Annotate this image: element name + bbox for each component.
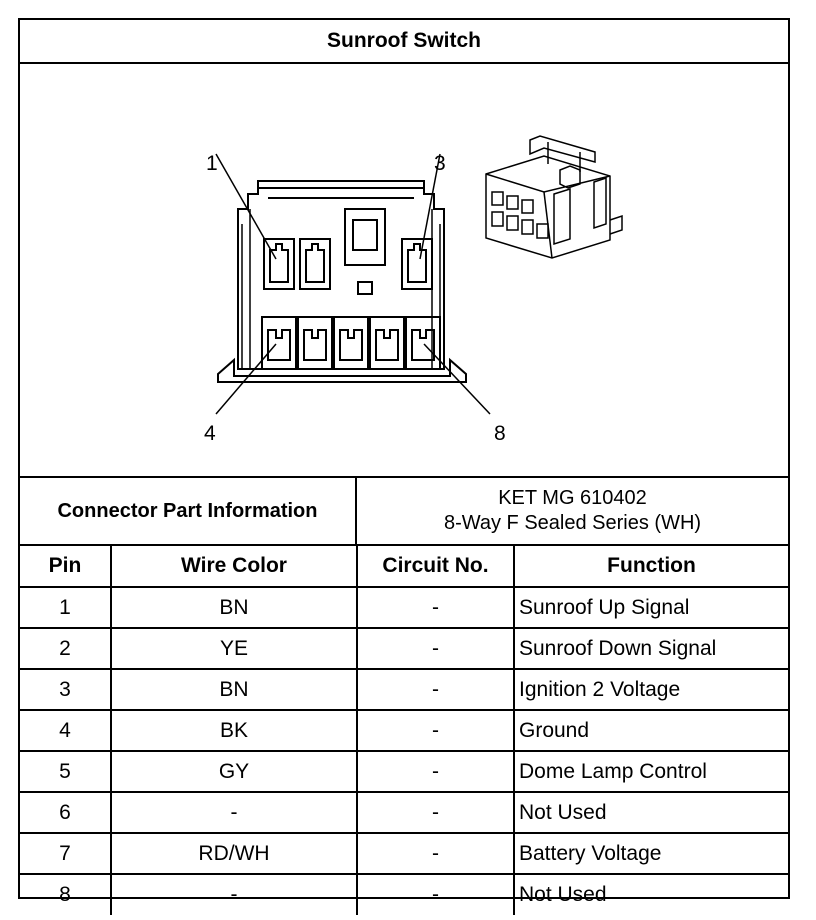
cell-wire-color: YE	[110, 627, 358, 670]
connector-figure: 1 3 4 8	[20, 64, 788, 478]
cell-function: Not Used	[513, 791, 788, 834]
cell-function: Ground	[513, 709, 788, 752]
table-row: 4 BK - Ground	[20, 709, 788, 752]
cell-circuit: -	[356, 873, 515, 915]
cell-pin: 3	[20, 668, 112, 711]
cell-function: Ignition 2 Voltage	[513, 668, 788, 711]
header-wire-color: Wire Color	[110, 546, 358, 588]
table-row: 3 BN - Ignition 2 Voltage	[20, 668, 788, 711]
cell-wire-color: RD/WH	[110, 832, 358, 875]
cell-function: Sunroof Up Signal	[513, 586, 788, 629]
cell-pin: 8	[20, 873, 112, 915]
cell-pin: 1	[20, 586, 112, 629]
table-row: 6 - - Not Used	[20, 791, 788, 834]
table-row: 2 YE - Sunroof Down Signal	[20, 627, 788, 670]
connector-part-info-value: KET MG 610402 8-Way F Sealed Series (WH)	[357, 478, 788, 544]
cell-circuit: -	[356, 586, 515, 629]
table-row: 1 BN - Sunroof Up Signal	[20, 586, 788, 629]
cell-circuit: -	[356, 750, 515, 793]
sheet-title: Sunroof Switch	[20, 20, 788, 64]
connector-part-info: Connector Part Information KET MG 610402…	[20, 478, 788, 546]
header-function: Function	[513, 546, 788, 588]
callout-pin-4: 4	[204, 422, 216, 445]
cell-pin: 7	[20, 832, 112, 875]
top-row-cavities	[263, 238, 433, 290]
cell-wire-color: -	[110, 873, 358, 915]
pinout-table: Pin Wire Color Circuit No. Function 1 BN…	[20, 546, 788, 915]
callout-pin-8: 8	[494, 422, 506, 445]
cell-circuit: -	[356, 627, 515, 670]
part-series: 8-Way F Sealed Series (WH)	[443, 512, 702, 534]
cell-circuit: -	[356, 791, 515, 834]
callout-pin-1: 1	[206, 152, 218, 175]
cell-pin: 6	[20, 791, 112, 834]
connector-3d-view	[485, 135, 623, 259]
cell-function: Battery Voltage	[513, 832, 788, 875]
cell-circuit: -	[356, 832, 515, 875]
connector-face-diagram: 1 3 4 8	[204, 135, 623, 445]
table-row: 5 GY - Dome Lamp Control	[20, 750, 788, 793]
cell-circuit: -	[356, 668, 515, 711]
cell-wire-color: -	[110, 791, 358, 834]
cell-circuit: -	[356, 709, 515, 752]
connector-part-info-label: Connector Part Information	[20, 478, 357, 544]
cell-function: Not Used	[513, 873, 788, 915]
cell-pin: 4	[20, 709, 112, 752]
cell-wire-color: BK	[110, 709, 358, 752]
bottom-row-cavities	[261, 316, 441, 370]
table-row: 7 RD/WH - Battery Voltage	[20, 832, 788, 875]
cell-pin: 5	[20, 750, 112, 793]
table-header-row: Pin Wire Color Circuit No. Function	[20, 546, 788, 588]
connector-sheet: Sunroof Switch	[18, 18, 790, 915]
cell-wire-color: BN	[110, 586, 358, 629]
cell-function: Sunroof Down Signal	[513, 627, 788, 670]
cell-wire-color: GY	[110, 750, 358, 793]
callout-leaders	[215, 153, 491, 415]
header-circuit: Circuit No.	[356, 546, 515, 588]
cell-function: Dome Lamp Control	[513, 750, 788, 793]
header-pin: Pin	[20, 546, 112, 588]
part-number: KET MG 610402	[498, 487, 647, 509]
table-row: 8 - - Not Used	[20, 873, 788, 915]
cell-wire-color: BN	[110, 668, 358, 711]
cell-pin: 2	[20, 627, 112, 670]
callout-pin-3: 3	[434, 152, 446, 175]
